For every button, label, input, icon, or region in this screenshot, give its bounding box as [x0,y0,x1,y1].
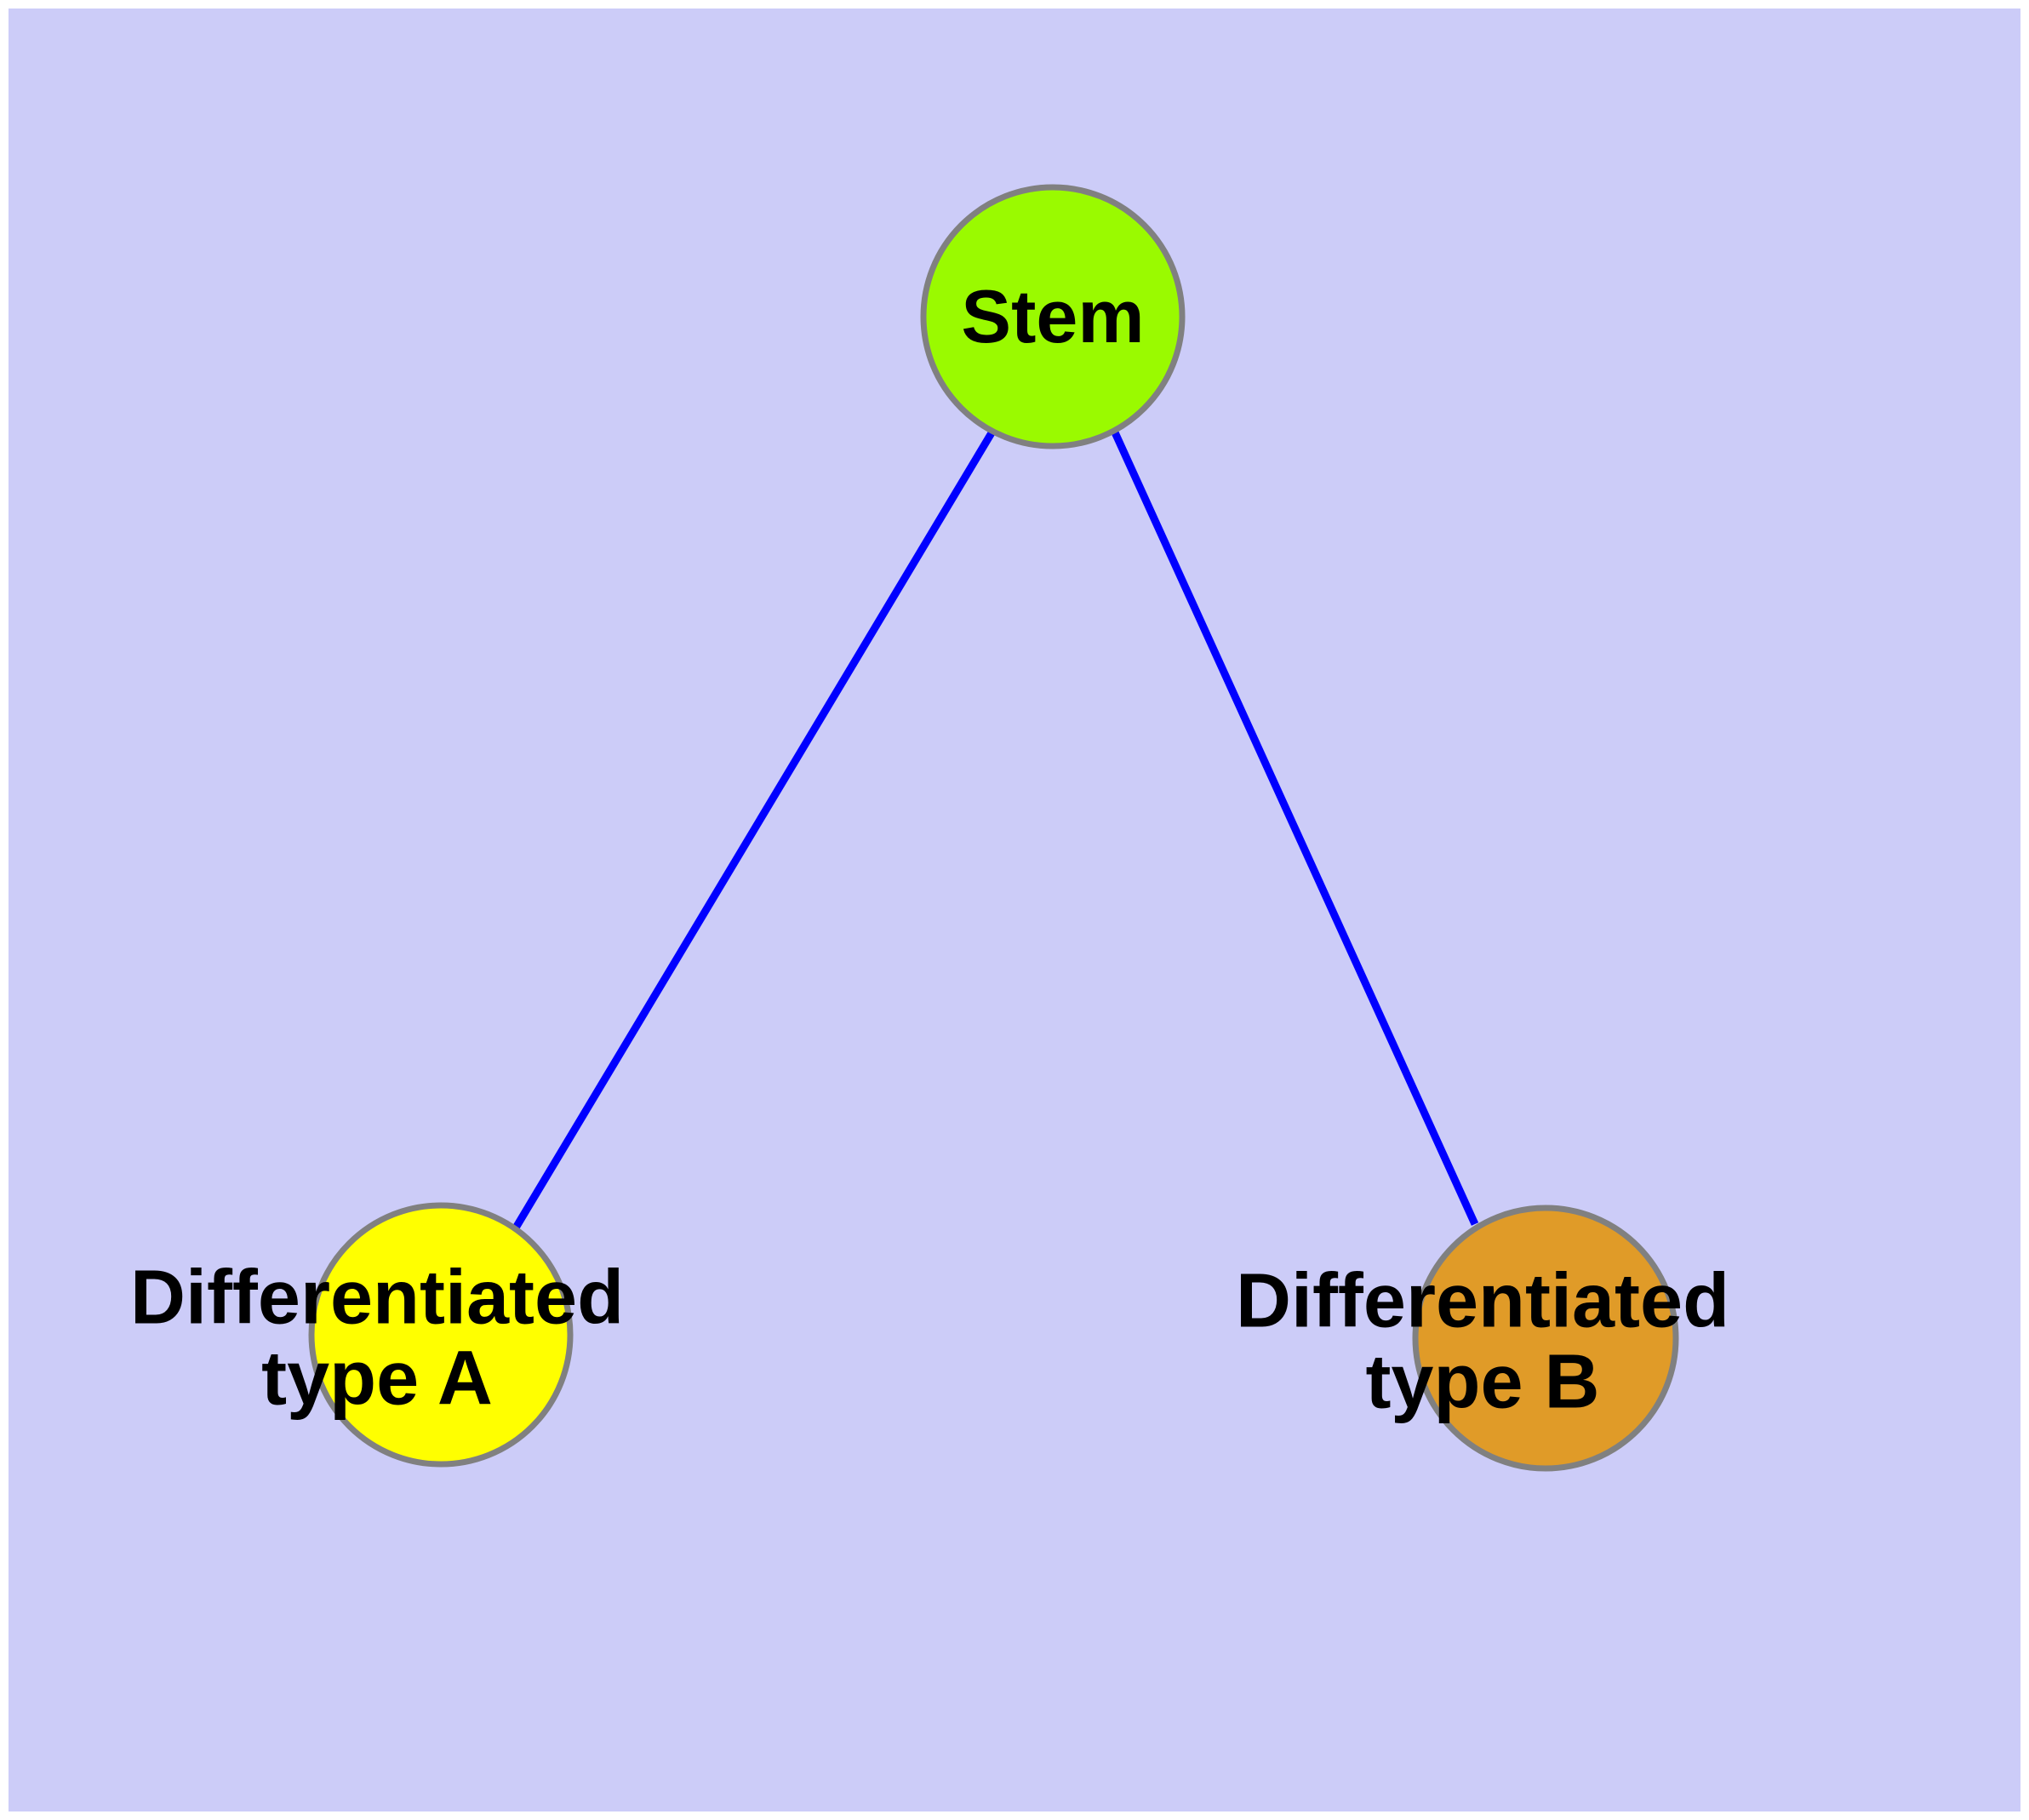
node-stem[interactable] [920,184,1186,449]
node-differentiated-type-b[interactable] [1412,1205,1679,1472]
node-group [308,184,1679,1472]
edge-stem-to-differentiated-type-b[interactable] [1111,431,1479,1226]
node-differentiated-type-a[interactable] [308,1202,574,1468]
edge-group [512,429,1479,1232]
edge-stem-to-differentiated-type-a[interactable] [512,429,996,1232]
